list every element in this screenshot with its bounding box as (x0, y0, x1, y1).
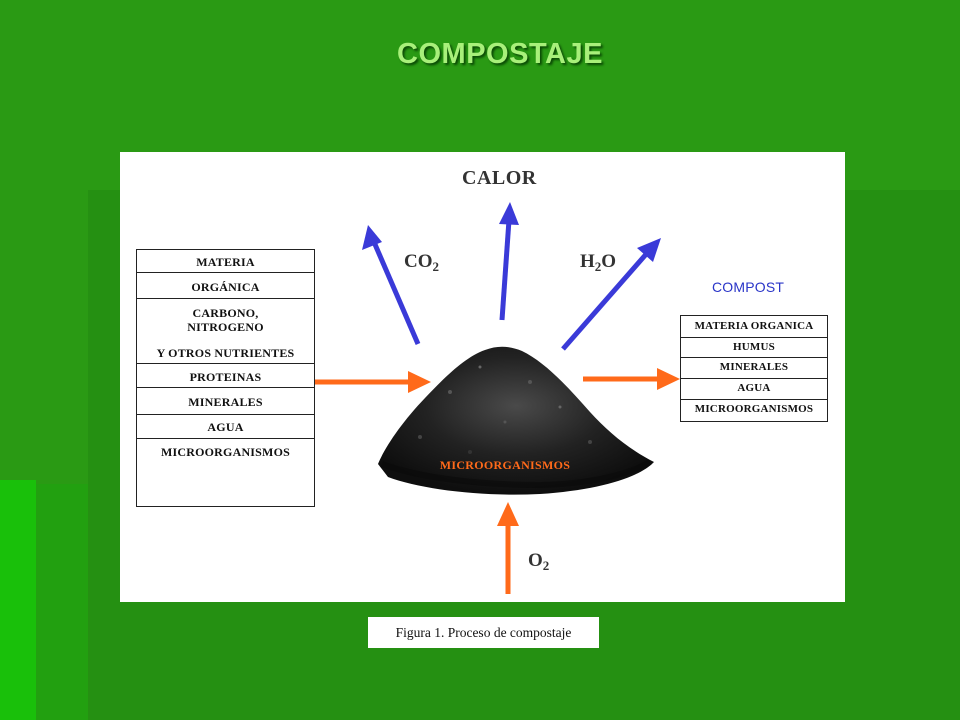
compost-diagram-figure (120, 152, 845, 602)
table-divider (681, 399, 827, 400)
input-item-organica: ORGÁNICA (191, 280, 260, 294)
compost-output-arrow (583, 368, 680, 390)
h2o-arrow (561, 238, 661, 351)
input-item-agua: AGUA (207, 420, 244, 434)
co2-label: CO2 (404, 251, 439, 274)
heat-arrow (499, 202, 519, 321)
input-arrow (315, 371, 431, 393)
compost-item-agua: AGUA (737, 382, 771, 394)
table-divider (137, 298, 314, 299)
o2-label: O2 (528, 550, 550, 573)
input-item-microorganismos: MICROORGANISMOS (160, 445, 290, 459)
table-divider (137, 363, 314, 364)
compost-title: COMPOST (712, 279, 785, 295)
input-item-carbono: CARBONO, (192, 306, 259, 320)
table-divider (137, 414, 314, 415)
table-divider (681, 378, 827, 379)
background-band-mid-left (36, 484, 88, 720)
table-divider (137, 272, 314, 273)
co2-arrow (362, 225, 421, 345)
heat-label: CALOR (462, 167, 537, 189)
input-item-minerales: MINERALES (188, 395, 263, 409)
input-item-otros-nutrientes: Y OTROS NUTRIENTES (156, 346, 295, 360)
compost-item-humus: HUMUS (733, 341, 775, 353)
compost-item-microorganismos: MICROORGANISMOS (694, 403, 814, 415)
background-band-light-left (0, 480, 36, 720)
input-item-materia: MATERIA (196, 255, 255, 269)
table-divider (681, 337, 827, 338)
input-item-nitrogeno: NITROGENO (187, 320, 264, 334)
table-divider (681, 357, 827, 358)
microorganisms-pile-label: MICROORGANISMOS (439, 458, 571, 472)
slide-title: COMPOSTAJE (397, 38, 603, 70)
input-item-proteinas: PROTEINAS (189, 370, 262, 384)
table-divider (137, 387, 314, 388)
o2-arrow (497, 502, 519, 594)
table-divider (137, 438, 314, 439)
h2o-label: H2O (580, 251, 617, 274)
compost-item-minerales: MINERALES (719, 361, 789, 373)
figure-caption: Figura 1. Proceso de compostaje (368, 617, 599, 648)
compost-pile-image (378, 346, 654, 495)
compost-item-materia-organica: MATERIA ORGANICA (694, 320, 814, 332)
compost-contents-table: MATERIA ORGANICA HUMUS MINERALES AGUA MI… (680, 315, 828, 422)
diagram-graphics (315, 202, 680, 594)
input-materials-table: MATERIA ORGÁNICA CARBONO, NITROGENO Y OT… (136, 249, 315, 507)
